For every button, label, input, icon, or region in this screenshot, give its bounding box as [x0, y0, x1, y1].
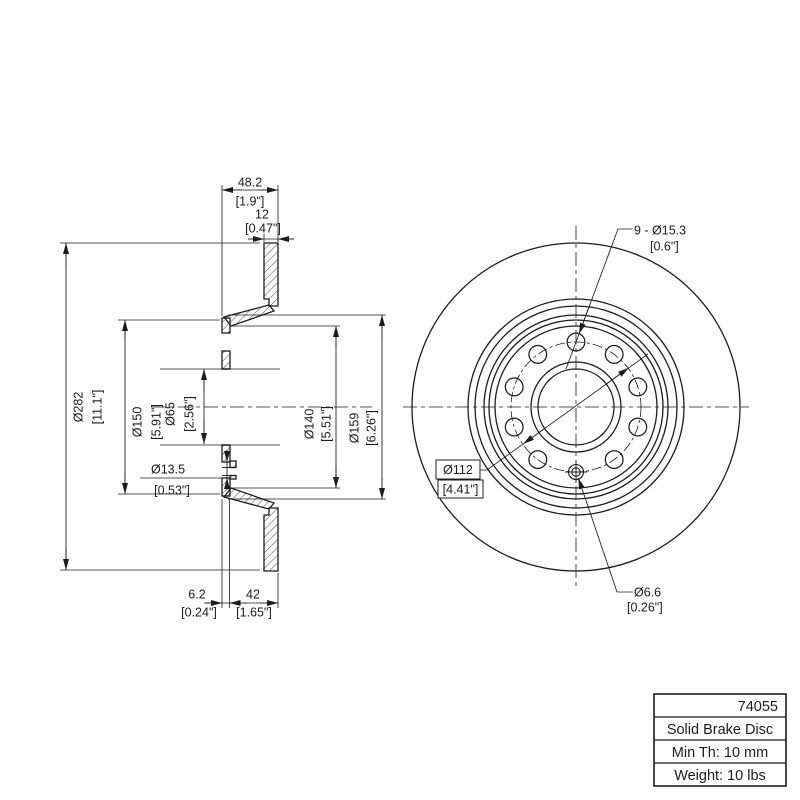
section-view: [60, 185, 386, 608]
bolt-circle-mm-box: [435, 459, 481, 480]
bolt-circle-arrow-a: [523, 427, 546, 445]
dim-disc-thickness-in: [0.47"]: [245, 221, 281, 235]
screw-hole-edges: [222, 461, 237, 479]
dim-flange-diameter-in: [5.91"]: [149, 404, 163, 440]
dim-hat-depth-in: [1.65"]: [236, 605, 272, 619]
part-number: 74055: [738, 699, 778, 715]
title-block: 74055 Solid Brake Disc Min Th: 10 mm Wei…: [653, 693, 787, 787]
hat-cone-top: [222, 304, 276, 327]
dimension-arrows: [63, 187, 385, 606]
flange-top-b: [221, 350, 231, 370]
dim-flange-thickness-mm: 6.2: [188, 587, 205, 601]
dim-outer-diameter-mm: Ø282: [71, 392, 85, 423]
dim-counterbore-in: [0.53"]: [154, 483, 190, 497]
center-bore-circle: [537, 368, 615, 446]
dimension-text: 48.2 [1.9"] 12 [0.47"] Ø282 [11.1"] Ø150…: [71, 175, 686, 619]
front-centerlines: [403, 226, 749, 588]
dim-bolt-circle-mm: Ø112: [443, 463, 473, 477]
dim-bolt-circle-in: [4.41"]: [443, 482, 479, 496]
lug-hole: [528, 344, 548, 364]
lug-hole: [528, 450, 548, 470]
title-block-row-dividers: [654, 716, 786, 764]
bolt-circle-leader: [480, 353, 649, 471]
dim-flange-diameter-mm: Ø150: [130, 407, 144, 438]
weight: Weight: 10 lbs: [674, 768, 766, 784]
lug-hole: [504, 417, 524, 437]
lug-hole: [604, 450, 624, 470]
bolt-circle-arrow-b: [606, 367, 629, 384]
screw-boss-b: [229, 474, 237, 480]
dim-screw-hole-mm: Ø6.6: [634, 585, 661, 599]
dim-hat-inner-mm: Ø140: [302, 409, 316, 440]
dim-hat-inner-in: [5.51"]: [319, 406, 333, 442]
front-view: [403, 226, 749, 593]
dim-hat-outer-in: [6.26"]: [364, 410, 378, 446]
disc-band-top: [263, 242, 279, 307]
screw-hole-leader: [577, 477, 633, 593]
flange-bottom-b: [221, 477, 231, 497]
lug-hole: [504, 377, 524, 397]
lug-hole: [628, 377, 648, 397]
dim-screw-hole-in: [0.26"]: [627, 600, 663, 614]
flange-bottom-a: [221, 444, 231, 463]
min-thickness: Min Th: 10 mm: [672, 745, 768, 761]
dim-outer-diameter-in: [11.1"]: [90, 390, 104, 425]
leader-lines: [480, 228, 649, 593]
section-bore-object-edges: [222, 368, 230, 446]
dim-center-bore-mm: Ø65: [163, 402, 177, 426]
dim-lug-holes-in: [0.6"]: [650, 239, 679, 253]
extension-lines: [60, 185, 279, 608]
lug-holes-leader-arrow: [578, 304, 591, 335]
dim-lug-holes-mm: 9 - Ø15.3: [634, 223, 686, 237]
dim-flange-thickness-in: [0.24"]: [181, 605, 217, 619]
hat-cone-bottom: [222, 487, 276, 510]
bolt-circle-label-boxes: [435, 459, 484, 499]
dim-overall-width-in: [1.9"]: [236, 194, 265, 208]
part-description: Solid Brake Disc: [667, 722, 773, 738]
dim-hat-depth-mm: 42: [246, 587, 260, 601]
lug-hole: [628, 417, 648, 437]
lug-hole: [604, 344, 624, 364]
dimension-lines: [65, 189, 383, 604]
dim-overall-width-mm: 48.2: [238, 175, 262, 189]
dim-hat-outer-mm: Ø159: [347, 413, 361, 444]
flange-top-a: [221, 317, 231, 334]
dim-counterbore-mm: Ø13.5: [151, 462, 185, 476]
section-edges: [160, 314, 386, 500]
bolt-circle-in-box: [437, 479, 484, 499]
disc-band-bottom: [263, 507, 279, 572]
dim-center-bore-in: [2.56"]: [182, 396, 196, 432]
dim-disc-thickness-mm: 12: [255, 207, 269, 221]
screw-boss-a: [229, 460, 237, 469]
